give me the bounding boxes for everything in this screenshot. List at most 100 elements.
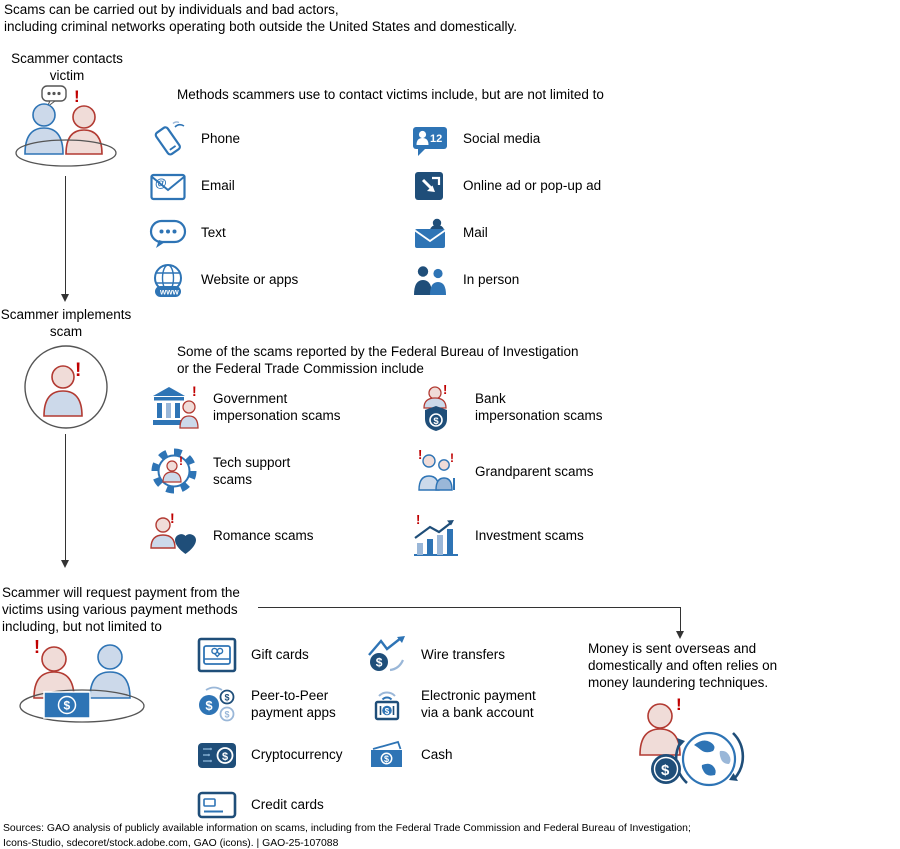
in-person-icon [410,261,450,301]
contact-methods-header: Methods scammers use to contact victims … [177,87,604,102]
scam-type-label: Government impersonation scams [213,391,341,423]
scam-type-label: Bank impersonation scams [475,391,603,423]
payment-request-icon: ! $ [10,634,155,737]
svg-text:!: ! [75,360,81,381]
svg-text:!: ! [74,87,80,106]
svg-text:$: $ [205,698,213,713]
scam-type-item: ! Government impersonation scams [148,376,410,440]
government-impersonation-icon: ! [148,382,200,434]
grandparent-icon: !! [410,446,462,498]
contact-method-item: Phone [148,116,410,163]
intro-text: Scams can be carried out by individuals … [4,2,518,34]
contact-method-label: Mail [463,225,488,241]
wire-transfer-icon: $ [366,634,408,676]
contact-method-item: 12 Social media [410,116,672,163]
svg-text:!: ! [676,695,682,714]
svg-text:$: $ [376,656,383,670]
scam-type-item: ! Investment scams [410,504,672,568]
svg-text:$: $ [222,751,228,763]
bank-impersonation-icon: !$ [410,382,462,434]
svg-text:$: $ [225,693,230,703]
online-ad-icon [410,167,450,207]
contact-method-item: www Website or apps [148,257,410,304]
money-note-text: Money is sent overseas and domestically … [588,641,778,690]
svg-text:!: ! [192,383,197,399]
contact-method-label: Text [201,225,226,241]
payment-method-item: $ Cryptocurrency [196,730,366,780]
contact-method-item: Text [148,210,410,257]
svg-text:$: $ [661,762,670,779]
payment-method-item: $ Electronic payment via a bank account [366,680,606,730]
flow-arrow-1-head [61,294,69,302]
svg-text:!: ! [416,512,420,527]
flow-step1-label: Scammer contacts victim [11,51,123,83]
contact-method-label: Online ad or pop-up ad [463,178,602,194]
contact-method-label: Website or apps [201,272,299,288]
svg-text:!: ! [418,447,422,462]
svg-text:12: 12 [430,133,442,145]
flow-arrow-1-line [65,176,67,296]
phone-icon [148,120,188,160]
payment-method-item: $$$ Peer-to-Peer payment apps [196,680,366,730]
cash-icon: $ [366,734,408,776]
scammer-contacts-victim-icon: ! [12,84,122,177]
scam-type-label: Tech support scams [213,455,291,487]
cryptocurrency-icon: $ [196,734,238,776]
scam-type-item: ! Tech support scams [148,440,410,504]
scam-types-grid: ! Government impersonation scams !$ Bank… [148,376,672,568]
payment-method-item: $ Cash [366,730,606,780]
scam-type-item: !! Grandparent scams [410,440,672,504]
svg-text:!: ! [450,451,454,465]
romance-icon: ! [148,510,200,562]
svg-text:!: ! [34,637,40,657]
svg-text:$: $ [225,710,230,720]
investment-icon: ! [410,510,462,562]
mail-icon [410,214,450,254]
payment-method-item: $ Wire transfers [366,630,606,680]
svg-text:!: ! [179,454,183,468]
connector-arrow-head [676,631,684,639]
svg-text:@: @ [155,176,167,190]
website-icon: www [148,261,188,301]
payment-method-label: Cryptocurrency [251,746,343,762]
scam-types-header: Some of the scams reported by the Federa… [177,344,579,376]
svg-text:$: $ [433,416,439,427]
text-message-icon [148,214,188,254]
contact-method-label: Phone [201,131,241,147]
electronic-payment-icon: $ [366,684,408,726]
contact-method-item: Mail [410,210,672,257]
contact-method-label: Social media [463,131,541,147]
flow-step2-label: Scammer implements scam [0,307,132,339]
email-icon: @ [148,167,188,207]
credit-card-icon [196,784,238,826]
source-note: Sources: GAO analysis of publicly availa… [3,823,691,849]
flow-arrow-2-line [65,434,67,562]
svg-text:!: ! [170,510,175,526]
social-media-icon: 12 [410,120,450,160]
contact-method-item: @ Email [148,163,410,210]
payment-method-label: Credit cards [251,796,324,812]
scam-type-label: Grandparent scams [475,463,594,479]
svg-text:$: $ [384,754,389,764]
contact-method-label: In person [463,272,520,288]
payment-method-label: Wire transfers [421,646,506,662]
money-laundering-globe-icon: ! $ [630,693,750,803]
contact-method-label: Email [201,178,235,194]
contact-methods-grid: Phone 12 Social media @ Email Online ad … [148,116,672,304]
flow-arrow-2-head [61,560,69,568]
svg-text:$: $ [385,707,390,716]
tech-support-icon: ! [148,446,200,498]
svg-text:!: ! [443,382,447,397]
payment-method-item: Credit cards [196,780,366,830]
connector-horizontal-line [258,607,681,609]
scam-type-label: Romance scams [213,527,314,543]
scammer-implements-scam-icon: ! [23,344,109,435]
scam-type-label: Investment scams [475,527,584,543]
svg-text:$: $ [64,699,71,713]
payment-method-label: Cash [421,746,453,762]
gift-card-icon [196,634,238,676]
payment-method-label: Gift cards [251,646,309,662]
contact-method-item: Online ad or pop-up ad [410,163,672,210]
connector-vertical-line [680,607,682,633]
flow-step3-label: Scammer will request payment from the vi… [2,585,240,634]
